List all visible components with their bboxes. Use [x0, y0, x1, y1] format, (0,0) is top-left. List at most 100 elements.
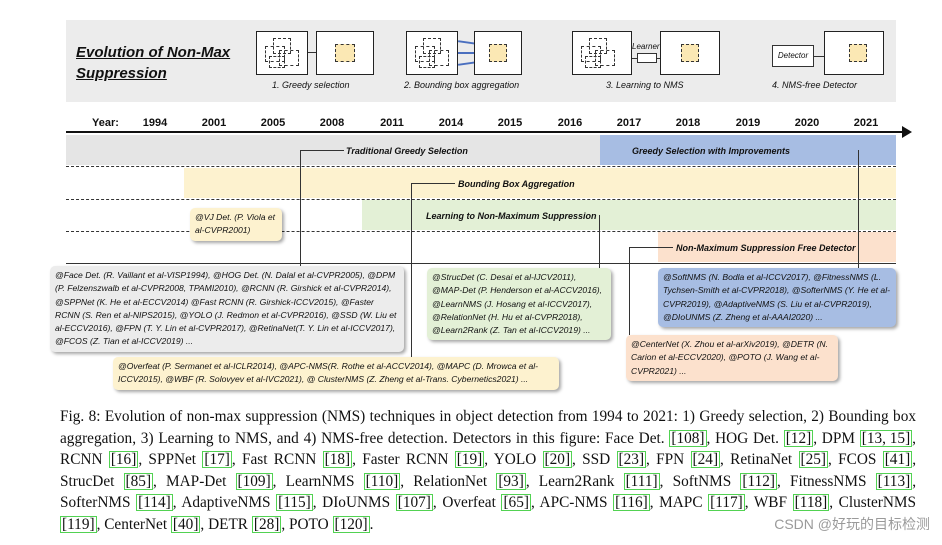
citation-link[interactable]: [109]: [235, 472, 273, 490]
citation-link[interactable]: [120]: [332, 515, 370, 533]
stage-2-caption: 2. Bounding box aggregation: [404, 80, 520, 90]
year-tick: 2008: [319, 117, 345, 129]
citation-link[interactable]: [25]: [798, 451, 828, 468]
caption-text: , LearnNMS: [272, 472, 364, 490]
stage-4-arrow: [814, 56, 824, 57]
row-divider-solid: [66, 263, 896, 264]
timeline-arrowhead: [902, 126, 912, 138]
year-tick: 2001: [201, 117, 227, 129]
year-tick: 2020: [794, 117, 820, 129]
caption-text: , SoftNMS: [659, 472, 741, 490]
citation-link[interactable]: [18]: [322, 451, 353, 468]
timeline-axis: [66, 131, 906, 133]
band-label-greedy-improvements: Greedy Selection with Improvements: [632, 146, 791, 156]
citation-link[interactable]: [20]: [542, 451, 573, 468]
caption-text: , StrucDet: [60, 451, 917, 490]
band-learning-nms: [362, 200, 896, 230]
caption-text: , RetinaNet: [720, 451, 799, 468]
year-tick: 2017: [616, 117, 642, 129]
band-label-learning-nms: Learning to Non-Maximum Suppression: [426, 211, 597, 221]
ref-box-nms-free: @CenterNet (X. Zhou et al-arXiv2019), @D…: [626, 335, 838, 381]
citation-link[interactable]: [28]: [251, 515, 282, 533]
caption-text: , RelationNet: [400, 472, 497, 490]
learner-module-box: [637, 53, 657, 63]
caption-text: , MAPC: [649, 494, 709, 511]
citation-link[interactable]: [119]: [60, 515, 97, 533]
caption-text: , Fast RCNN: [231, 451, 323, 468]
year-tick: 1994: [142, 117, 168, 129]
citation-link[interactable]: [114]: [136, 494, 173, 511]
caption-text: Fig. 8: Evolution of non-max suppression…: [60, 408, 916, 447]
caption-text: , MAP-Det: [153, 472, 236, 490]
citation-link[interactable]: [111]: [623, 472, 660, 490]
year-tick: 2021: [853, 117, 879, 129]
stage-1-input-box: [256, 31, 308, 75]
citation-link[interactable]: [16]: [108, 451, 139, 468]
citation-link[interactable]: [118]: [792, 494, 830, 511]
caption-text: , DIoUNMS: [312, 494, 396, 511]
stage-1-output-box: [316, 31, 374, 75]
connector-greedy: [300, 150, 344, 151]
caption-text: , SofterNMS: [60, 472, 917, 512]
learner-label: Learner: [632, 42, 660, 51]
caption-text: , APC-NMS: [530, 494, 614, 511]
caption-text: , ClusterNMS: [829, 494, 916, 511]
caption-text: , FCOS: [828, 451, 883, 468]
connector-nms-free: [629, 247, 673, 248]
connector-nms-free: [629, 247, 630, 335]
citation-link[interactable]: [113]: [875, 472, 913, 490]
stage-2-aggregation-line: [458, 52, 484, 54]
stage-3-input-box: [572, 31, 632, 75]
ref-box-vj: @VJ Det. (P. Viola et al-CVPR2001): [190, 208, 282, 241]
stage-2-output-box: [474, 31, 522, 75]
citation-link[interactable]: [23]: [616, 451, 647, 468]
stage-1-arrow: [308, 52, 316, 53]
caption-text: , WBF: [744, 494, 793, 511]
caption-text: , DPM: [813, 429, 860, 447]
stage-2-input-box: [406, 31, 458, 75]
caption-text: , RCNN: [60, 429, 916, 469]
caption-text: , Learn2Rank: [525, 472, 624, 490]
figure-title: Evolution of Non-Max Suppression: [76, 44, 231, 82]
band-nms-free: [658, 232, 896, 262]
year-tick: 2014: [438, 117, 464, 129]
citation-link[interactable]: [12]: [783, 429, 814, 447]
citation-link[interactable]: [40]: [170, 515, 201, 533]
row-divider: [66, 199, 896, 200]
citation-link[interactable]: [93]: [496, 472, 526, 490]
ref-box-learning: @StrucDet (C. Desai et al-IJCV2011), @MA…: [427, 268, 611, 341]
stage-1-caption: 1. Greedy selection: [272, 80, 350, 90]
citation-link[interactable]: [108]: [669, 429, 707, 447]
citation-link[interactable]: [115]: [276, 494, 313, 511]
citation-link[interactable]: [65]: [501, 494, 531, 511]
citation-link[interactable]: [41]: [882, 451, 913, 468]
caption-text: .: [369, 515, 374, 533]
figure-caption: Fig. 8: Evolution of non-max suppression…: [60, 406, 916, 535]
connector-aggregation: [411, 183, 412, 358]
row-divider: [66, 231, 896, 232]
connector-aggregation: [411, 183, 455, 184]
caption-text: , SSD: [572, 451, 617, 468]
citation-link[interactable]: [116]: [613, 494, 650, 511]
stage-3-arrow: [632, 58, 637, 59]
stage-4-output-box: [824, 31, 884, 75]
citation-link[interactable]: [24]: [690, 451, 721, 468]
citation-link[interactable]: [13, 15]: [859, 429, 913, 447]
citation-link[interactable]: [17]: [202, 451, 232, 468]
citation-link[interactable]: [19]: [454, 451, 485, 468]
citation-link[interactable]: [107]: [395, 494, 433, 511]
caption-text: , CenterNet: [96, 515, 171, 533]
citation-link[interactable]: [117]: [708, 494, 745, 511]
citation-link[interactable]: [112]: [740, 472, 777, 490]
stage-3-caption: 3. Learning to NMS: [606, 80, 684, 90]
stage-4-caption: 4. NMS-free Detector: [772, 80, 858, 90]
year-tick: 2015: [497, 117, 523, 129]
detector-module-box: Detector: [772, 45, 814, 67]
caption-text: , YOLO: [484, 451, 543, 468]
citation-link[interactable]: [110]: [363, 472, 401, 490]
citation-link[interactable]: [85]: [123, 472, 154, 490]
ref-box-greedy: @Face Det. (R. Vaillant et al-VISP1994),…: [50, 266, 404, 352]
band-bbox-aggregation: [184, 168, 896, 198]
ref-box-aggregation: @Overfeat (P. Sermanet et al-ICLR2014), …: [113, 357, 559, 390]
caption-text: , AdaptiveNMS: [172, 494, 277, 511]
